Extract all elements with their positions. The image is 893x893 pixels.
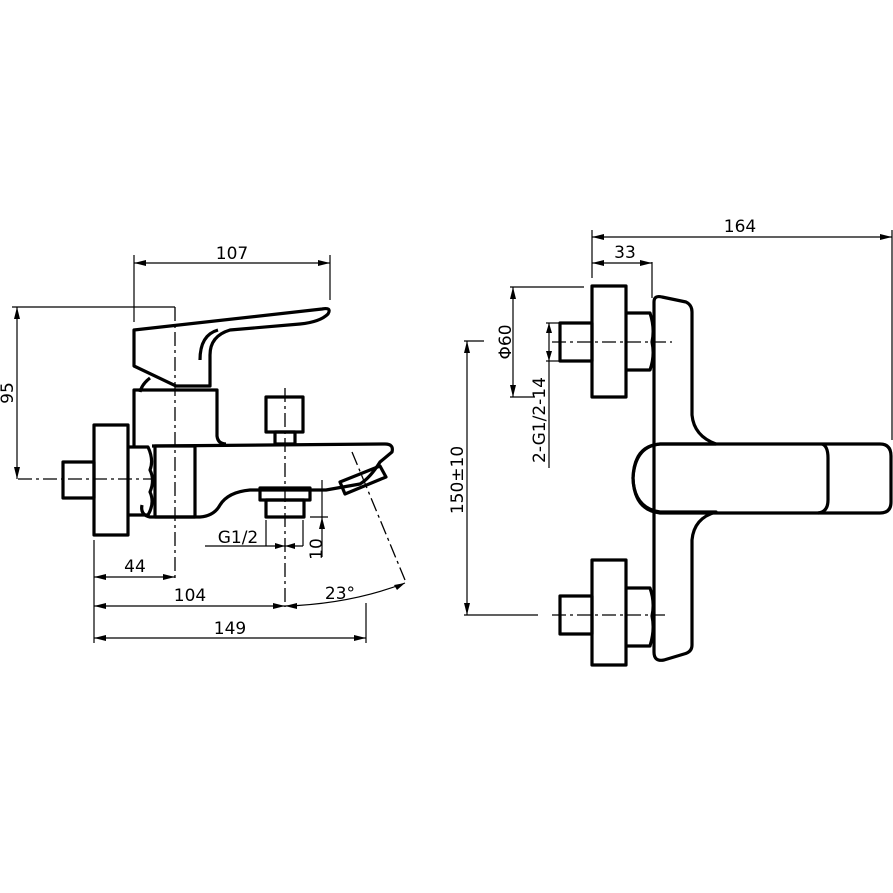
svg-text:G1/2: G1/2 — [218, 528, 259, 548]
svg-text:95: 95 — [0, 382, 18, 404]
inlet-thread-callout: 2-G1/2-14 — [530, 322, 560, 468]
side-view: 107 95 G1/2 10 44 — [0, 244, 406, 643]
thread-callout-g1-2: G1/2 — [205, 520, 304, 549]
dimension-33: 33 — [592, 243, 653, 298]
dimension-inlet-spacing: 150±10 — [448, 340, 538, 616]
dimension-104: 104 — [94, 586, 285, 609]
spout-axis-centerline — [351, 451, 406, 581]
faucet-front-outline — [558, 284, 893, 667]
faucet-side-outline — [61, 306, 394, 537]
svg-text:23°: 23° — [325, 584, 355, 604]
dimension-44: 44 — [93, 540, 175, 643]
svg-text:44: 44 — [124, 557, 146, 577]
front-view: 164 33 Φ60 2-G1/2-14 — [448, 217, 893, 667]
dimension-flange-diameter: Φ60 — [496, 286, 584, 398]
dimension-149: 149 — [94, 603, 367, 643]
svg-text:107: 107 — [216, 244, 248, 264]
svg-text:149: 149 — [214, 619, 246, 639]
dimension-164: 164 — [591, 217, 893, 440]
angle-23: 23° — [284, 582, 406, 609]
svg-text:164: 164 — [724, 217, 756, 237]
dimension-95: 95 — [0, 306, 175, 479]
svg-text:Φ60: Φ60 — [496, 324, 516, 359]
svg-text:33: 33 — [614, 243, 636, 263]
svg-text:2-G1/2-14: 2-G1/2-14 — [530, 377, 550, 463]
dimension-107: 107 — [133, 244, 331, 322]
dimension-10: 10 — [307, 480, 328, 560]
svg-text:104: 104 — [174, 586, 206, 606]
svg-text:10: 10 — [307, 538, 327, 560]
svg-text:150±10: 150±10 — [448, 446, 468, 514]
